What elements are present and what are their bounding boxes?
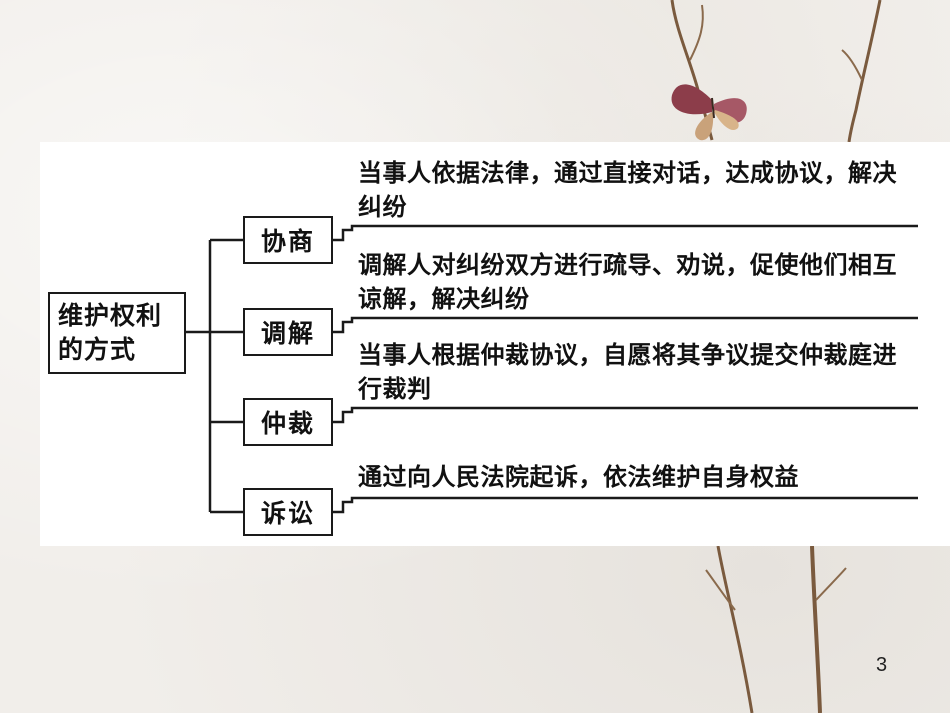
branch-node-arbitration: 仲裁	[243, 398, 333, 446]
branch-description-mediation: 调解人对纠纷双方进行疏导、劝说，促使他们相互谅解，解决纠纷	[358, 251, 897, 313]
page-number: 3	[876, 654, 888, 676]
branch-node-negotiation: 协商	[243, 216, 333, 264]
root-node: 维护权利 的方式	[48, 292, 186, 374]
branch-description-negotiation: 当事人依据法律，通过直接对话，达成协议，解决纠纷	[358, 159, 897, 221]
underline-2	[333, 316, 918, 334]
underline-1	[333, 224, 918, 242]
root-node-line-1: 维护权利	[58, 301, 163, 330]
underline-4	[333, 496, 918, 514]
diagram-panel: 维护权利 的方式 协商 调解 仲裁 诉讼 当事人依据法律，通过直接对话，达成协议…	[40, 142, 950, 546]
root-node-line-2: 的方式	[58, 335, 137, 364]
diagram-connectors	[186, 224, 918, 514]
underline-3	[333, 406, 918, 424]
branch-node-litigation: 诉讼	[243, 488, 333, 536]
branch-description-arbitration: 当事人根据仲裁协议，自愿将其争议提交仲裁庭进行裁判	[358, 341, 897, 403]
branch-description-litigation: 通过向人民法院起诉，依法维护自身权益	[358, 463, 799, 491]
branch-node-mediation: 调解	[243, 308, 333, 356]
